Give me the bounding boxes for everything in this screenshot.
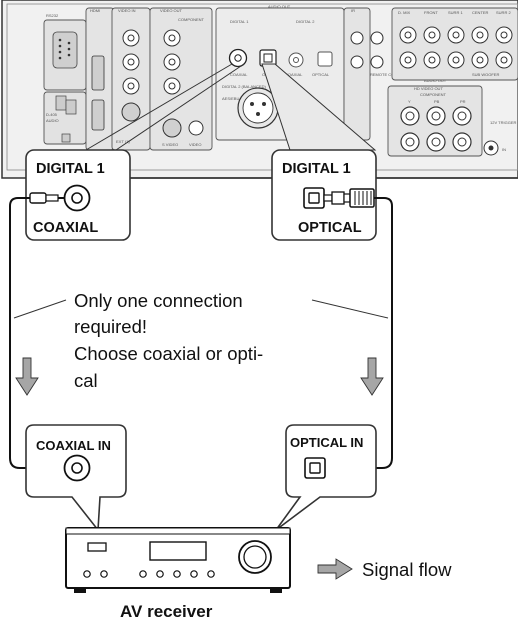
center-label: CENTER xyxy=(472,10,489,15)
rs232-connector-icon xyxy=(52,31,78,69)
audio-out-top-label: AUDIO OUT xyxy=(268,4,291,9)
trigger-label: 12V TRIGGER xyxy=(490,120,516,125)
video-in-label: VIDEO IN xyxy=(118,8,136,13)
bnc-jack-grid xyxy=(400,106,472,152)
coaxial-out-title: DIGITAL 1 xyxy=(36,161,105,177)
component-label: COMPONENT xyxy=(178,17,205,22)
surr1-label: SURR 1 xyxy=(448,10,463,15)
coaxial-plug-top-icon xyxy=(29,192,65,204)
d-mix-label: D. MIX xyxy=(398,10,411,15)
note-line-3: Choose coaxial or opti- xyxy=(74,343,263,364)
hdmi-port-icon xyxy=(91,55,105,91)
optical-in-callout: OPTICAL IN xyxy=(275,424,377,531)
note-line-2: required! xyxy=(74,316,147,337)
optical-plug-top-icon xyxy=(323,188,375,208)
rca-jack-grid xyxy=(399,26,513,69)
y-label: Y xyxy=(408,99,411,104)
digital1-panel-label: DIGITAL 1 xyxy=(230,19,249,24)
coaxial-out-sub: COAXIAL xyxy=(33,220,98,236)
dvi-port-icon xyxy=(91,99,105,131)
optical-out-title: DIGITAL 1 xyxy=(282,161,351,177)
video-label: VIDEO xyxy=(189,142,201,147)
component2-label: COMPONENT xyxy=(420,92,447,97)
panel-coaxial2-label: COAXIAL xyxy=(285,72,303,77)
remote-control-label: REMOTE CONTROL xyxy=(370,72,409,77)
video-out-frame xyxy=(149,7,213,151)
coaxial-in-title: COAXIAL IN xyxy=(36,438,111,453)
d405-label: D-405 xyxy=(46,112,58,117)
coaxial-in-callout: COAXIAL IN xyxy=(25,424,127,533)
optical-jack-icon xyxy=(303,187,325,209)
coaxial-in-jack-icon xyxy=(63,454,91,482)
ir-label: IR xyxy=(351,8,355,13)
ir-frame xyxy=(343,7,371,141)
av-receiver xyxy=(65,527,291,593)
signal-flow-label: Signal flow xyxy=(362,559,452,580)
optical-in-jack-icon xyxy=(304,457,326,479)
rs232-label: RS232 xyxy=(46,13,59,18)
balanced-label: DIGITAL 2 (BALANCED) xyxy=(222,84,266,89)
surr2-label: SURR 2 xyxy=(496,10,511,15)
audio-side-label: AUDIO xyxy=(46,118,59,123)
panel-coaxial-label: COAXIAL xyxy=(230,72,248,77)
panel-optical2-label: OPTICAL xyxy=(312,72,330,77)
aes-ebu-label: AES/EBU xyxy=(222,96,239,101)
hdmi-label: HDMI xyxy=(90,8,100,13)
pr-label: PR xyxy=(460,99,466,104)
optical-in-title: OPTICAL IN xyxy=(290,435,363,450)
s-video-label: S VIDEO xyxy=(162,142,178,147)
signal-flow-arrow-icon xyxy=(317,558,353,580)
receiver-display-icon xyxy=(149,541,207,561)
receiver-power-icon xyxy=(87,542,107,552)
signal-flow-legend: Signal flow xyxy=(317,558,452,580)
front-label: FRONT xyxy=(424,10,438,15)
hd-video-out-label: HD VIDEO OUT xyxy=(414,86,443,91)
audio-out-bottom-label: AUDIO OUT xyxy=(424,78,447,83)
multichannel-frame xyxy=(391,7,518,81)
s-video-in-icon xyxy=(121,102,141,122)
receiver-label: AV receiver xyxy=(120,602,213,621)
coaxial-out-callout: DIGITAL 1 COAXIAL xyxy=(25,149,131,241)
ext-label: EXT (1) xyxy=(116,139,130,144)
trigger-in-label: IN xyxy=(502,147,506,152)
note-line-1: Only one connection xyxy=(74,290,243,311)
down-arrow-right-icon xyxy=(360,357,384,396)
down-arrow-left-icon xyxy=(15,357,39,396)
digital2-panel-label: DIGITAL 2 xyxy=(296,19,315,24)
s-video-out-icon xyxy=(162,118,182,138)
zoom-lines xyxy=(85,63,377,151)
video-out-label: VIDEO OUT xyxy=(160,8,183,13)
video-out-icon xyxy=(188,120,204,136)
note-line-4: cal xyxy=(74,370,98,391)
pb-label: PB xyxy=(434,99,440,104)
coaxial-jack-icon xyxy=(63,184,91,212)
connection-note: Only one connection required! Choose coa… xyxy=(13,290,389,391)
optical-out-sub: OPTICAL xyxy=(298,220,362,236)
sub-woofer-label: SUB WOOFER xyxy=(472,72,499,77)
